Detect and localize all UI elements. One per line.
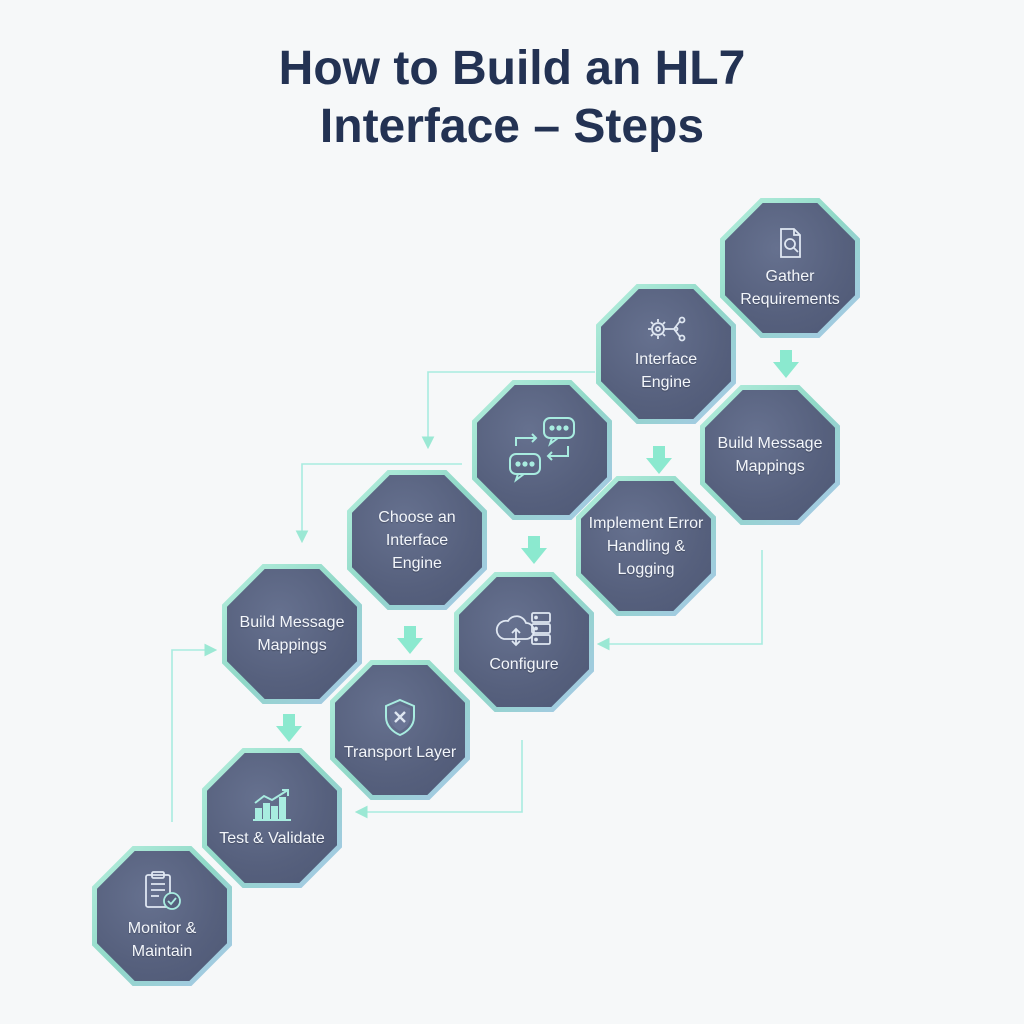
step-message-exchange	[472, 380, 612, 520]
step-error-handling: Implement Error Handling & Logging	[576, 476, 716, 616]
connector-line	[596, 550, 763, 651]
step-monitor-maintain: Monitor & Maintain	[92, 846, 232, 986]
chat-exchange-icon	[506, 412, 578, 484]
step-build-message-mappings-left: Build Message Mappings	[222, 564, 362, 704]
step-label: Test & Validate	[219, 829, 325, 847]
step-configure: Configure	[454, 572, 594, 712]
step-label: Monitor & Maintain	[127, 920, 197, 960]
cloud-server-icon	[492, 609, 556, 649]
down-arrow	[773, 350, 799, 378]
step-label: Gather Requirements	[740, 268, 840, 308]
step-label: Build Message Mappings	[717, 435, 823, 475]
step-label: Choose an Interface Engine	[378, 508, 456, 572]
step-label: Interface Engine	[634, 351, 698, 391]
connector-line	[354, 740, 523, 819]
gear-network-icon	[644, 314, 688, 344]
down-arrow	[397, 626, 423, 654]
document-search-icon	[772, 225, 808, 261]
page-title: How to Build an HL7 Interface – Steps	[0, 40, 1024, 156]
step-label: Implement Error Handling & Logging	[588, 514, 704, 578]
step-transport-layer: Transport Layer	[330, 660, 470, 800]
step-test-validate: Test & Validate	[202, 748, 342, 888]
step-label: Configure	[489, 655, 559, 673]
clipboard-check-icon	[140, 869, 184, 913]
connector-line	[421, 371, 595, 450]
connector-line	[171, 643, 218, 822]
title-line-1: How to Build an HL7	[278, 42, 746, 95]
step-interface-engine: Interface Engine	[596, 284, 736, 424]
step-label: Transport Layer	[343, 743, 457, 761]
step-label: Build Message Mappings	[239, 614, 345, 654]
bar-chart-icon	[250, 787, 294, 823]
shield-x-icon	[382, 697, 418, 737]
title-line-2: Interface – Steps	[319, 100, 705, 153]
down-arrow	[276, 714, 302, 742]
down-arrow	[521, 536, 547, 564]
connector-line	[295, 463, 462, 544]
step-gather-requirements: Gather Requirements	[720, 198, 860, 338]
step-build-message-mappings-top: Build Message Mappings	[700, 385, 840, 525]
down-arrow	[646, 446, 672, 474]
step-choose-interface-engine: Choose an Interface Engine	[347, 470, 487, 610]
